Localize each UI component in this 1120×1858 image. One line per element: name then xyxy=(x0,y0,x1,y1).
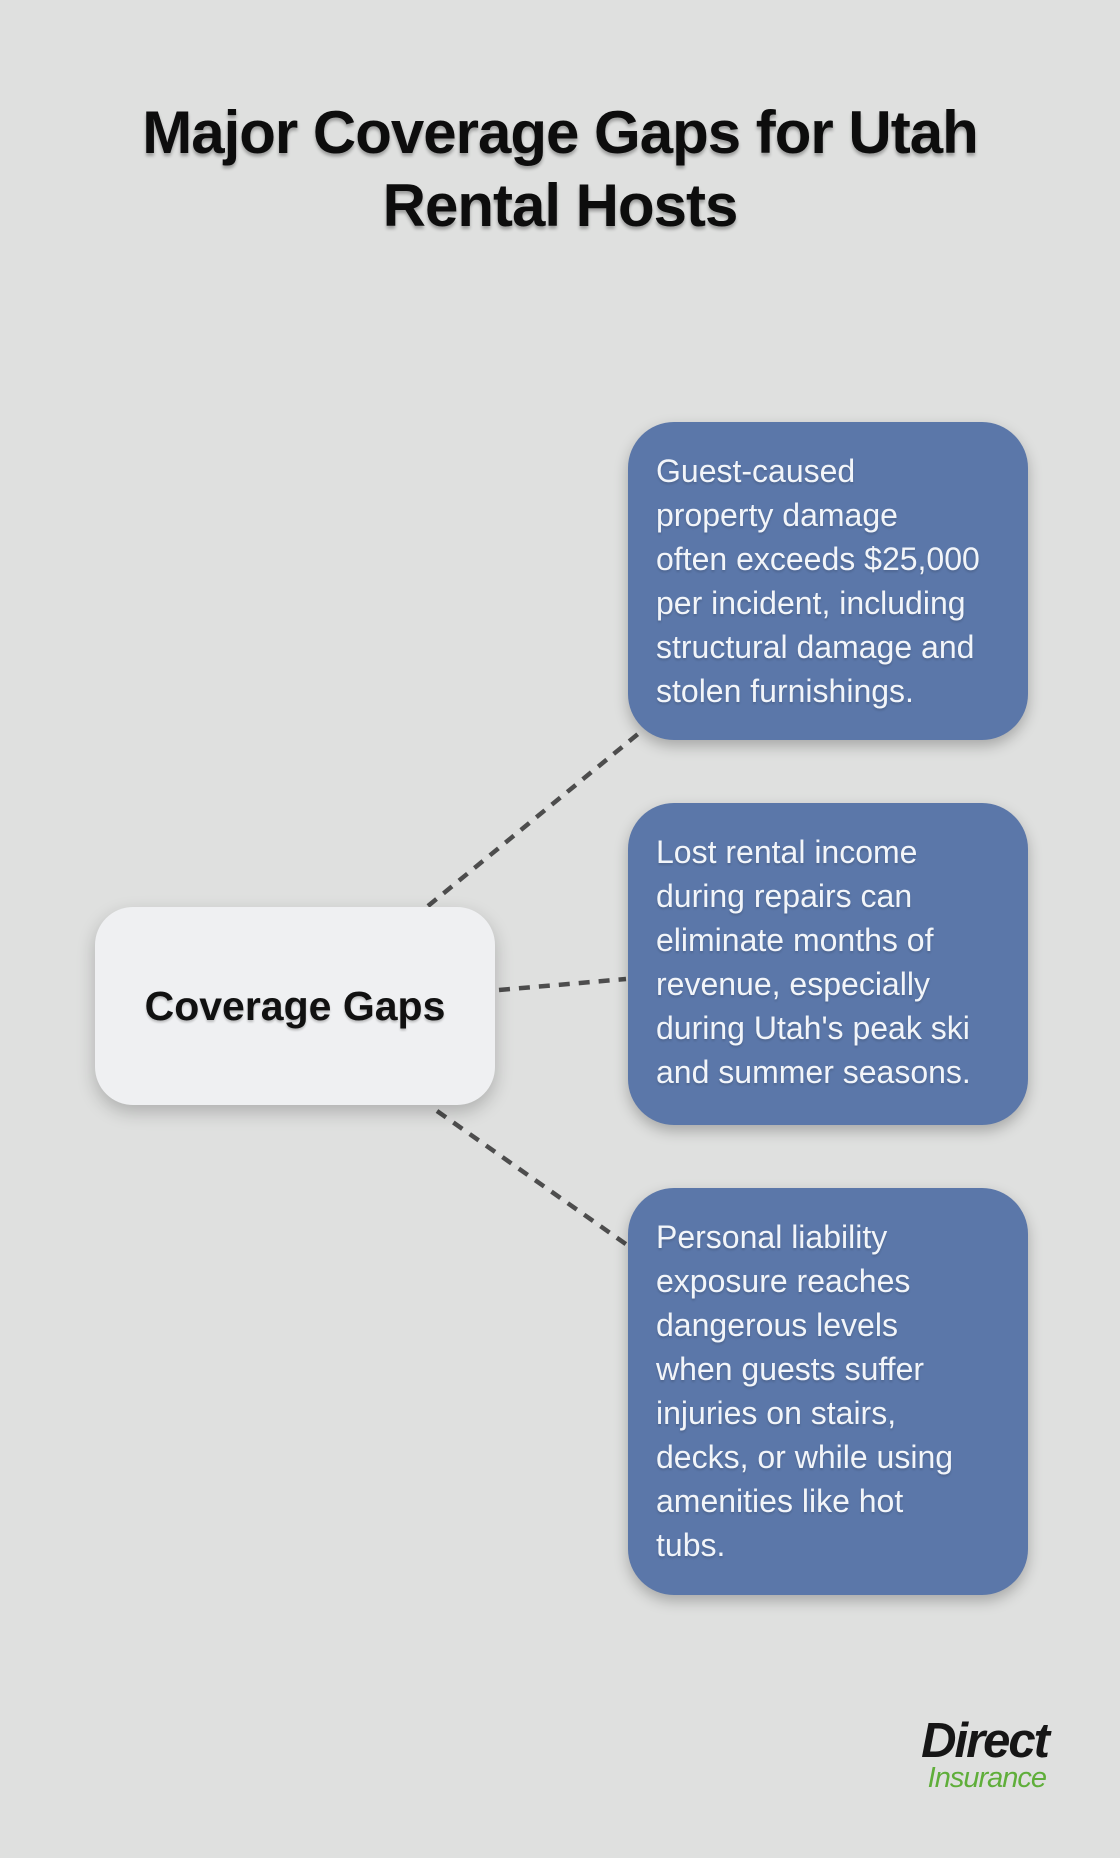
page-title: Major Coverage Gaps for Utah Rental Host… xyxy=(142,99,979,239)
logo-primary-text: Direct xyxy=(921,1714,1050,1768)
connector-line-bottom xyxy=(435,1109,632,1249)
gap-node-personal-liability: Personal liability exposure reaches dang… xyxy=(628,1188,1028,1595)
gap-node-property-damage: Guest-caused property damage often excee… xyxy=(628,422,1028,740)
connector-line-top xyxy=(426,732,640,908)
direct-insurance-logo: Direct Insurance xyxy=(921,1714,1050,1794)
logo-secondary-text: Insurance xyxy=(927,1762,1047,1794)
center-node-label: Coverage Gaps xyxy=(144,982,446,1029)
connector-line-middle xyxy=(498,976,627,993)
center-node-coverage-gaps: Coverage Gaps xyxy=(95,907,495,1105)
gap-node-lost-income: Lost rental income during repairs can el… xyxy=(628,803,1028,1125)
